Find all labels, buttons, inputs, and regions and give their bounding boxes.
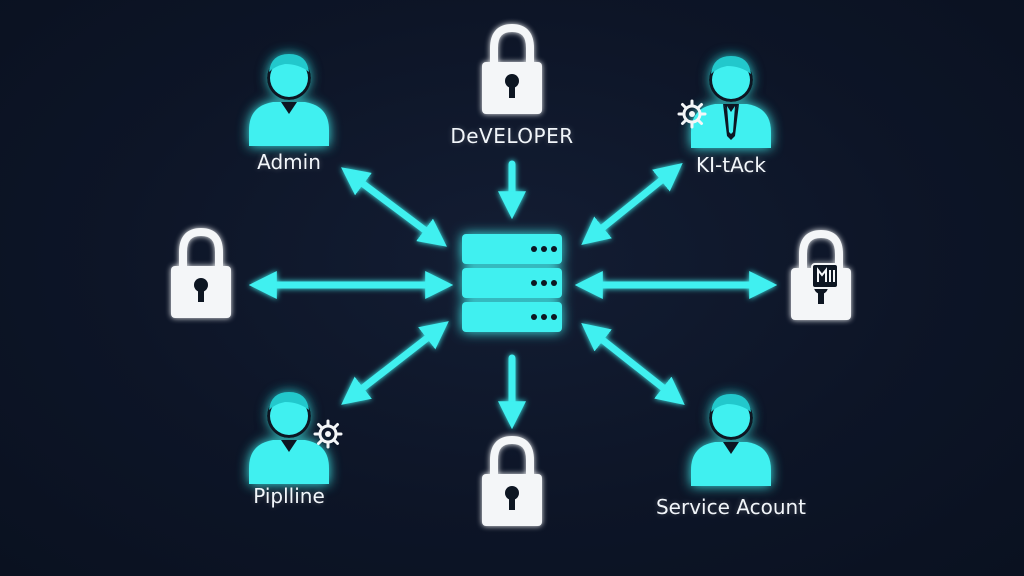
service-account-user-icon — [691, 394, 771, 486]
bottom-padlock-icon — [482, 440, 542, 526]
left-padlock-icon — [171, 232, 231, 318]
kitack-label: KI-tAck — [696, 153, 766, 177]
kitack-user-icon — [691, 56, 771, 148]
top-padlock-icon — [482, 28, 542, 114]
service-account-label: Service Acount — [655, 495, 807, 519]
pipeline-label: Piplline — [253, 484, 325, 508]
admin-label: Admin — [257, 150, 321, 174]
pipeline-gear-icon — [313, 419, 343, 449]
developer-label: DeVELOPER — [450, 124, 574, 148]
admin-user-icon — [249, 54, 329, 146]
server-stack-icon — [462, 234, 562, 332]
arrow-service-account — [581, 323, 685, 405]
right-padlock-icon — [791, 234, 851, 320]
arrow-pipeline — [341, 321, 449, 405]
pipeline-user-icon — [249, 392, 329, 484]
kitack-gear-icon — [677, 99, 707, 129]
arrow-kitack — [581, 162, 683, 246]
arrow-admin — [341, 167, 447, 247]
connection-arrows — [248, 160, 778, 430]
